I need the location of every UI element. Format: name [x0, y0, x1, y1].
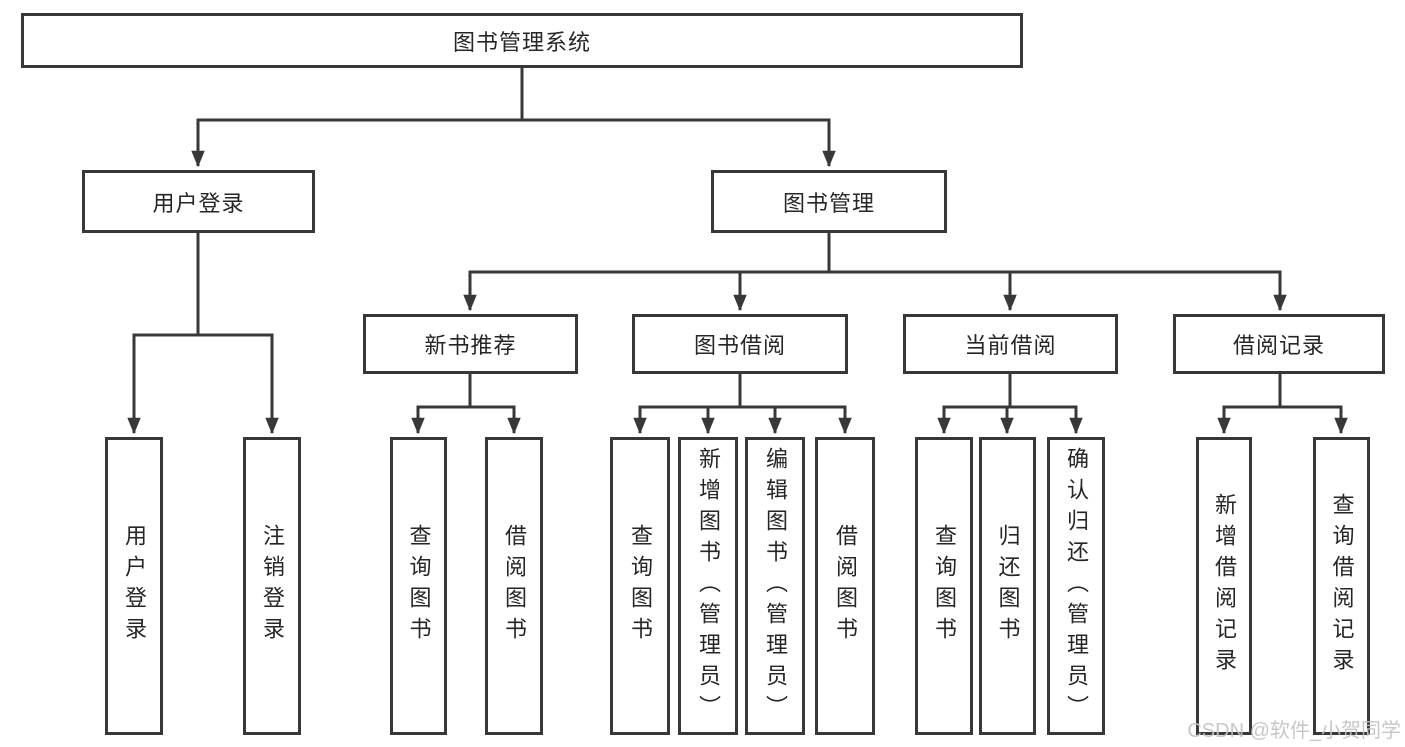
node-root-system: 图书管理系统 — [21, 13, 1023, 68]
leaf-query-books-1: 查询图书 — [390, 437, 447, 735]
leaf-borrow-books-2: 借阅图书 — [815, 437, 875, 735]
leaf-query-books-3-label: 查询图书 — [932, 524, 957, 648]
node-user-login: 用户登录 — [82, 170, 315, 233]
leaf-query-borrow-record: 查询借阅记录 — [1313, 437, 1370, 735]
node-book-borrow: 图书借阅 — [632, 314, 848, 374]
node-current-borrow: 当前借阅 — [903, 314, 1118, 374]
leaf-borrow-books-1-label: 借阅图书 — [502, 524, 527, 648]
node-book-management-label: 图书管理 — [782, 190, 875, 216]
node-current-borrow-label: 当前借阅 — [964, 333, 1057, 358]
node-root-system-label: 图书管理系统 — [452, 29, 591, 55]
leaf-add-books-admin-label: 新增图书（管理员） — [696, 446, 721, 726]
leaf-borrow-books-1: 借阅图书 — [485, 437, 543, 735]
node-borrow-records: 借阅记录 — [1173, 314, 1385, 374]
leaf-return-books: 归还图书 — [979, 437, 1036, 735]
leaf-borrow-books-2-label: 借阅图书 — [833, 524, 858, 648]
leaf-add-borrow-record-label: 新增借阅记录 — [1212, 493, 1237, 679]
leaf-add-books-admin: 新增图书（管理员） — [678, 437, 738, 735]
leaf-confirm-return-admin-label: 确认归还（管理员） — [1064, 446, 1089, 726]
leaf-query-books-3: 查询图书 — [915, 437, 973, 735]
leaf-user-login: 用户登录 — [105, 437, 163, 735]
leaf-logout: 注销登录 — [243, 437, 301, 735]
leaf-edit-books-admin-label: 编辑图书（管理员） — [763, 446, 788, 726]
node-new-book-recommend: 新书推荐 — [363, 314, 578, 374]
leaf-user-login-label: 用户登录 — [122, 524, 147, 648]
node-book-borrow-label: 图书借阅 — [693, 333, 786, 358]
leaf-add-borrow-record: 新增借阅记录 — [1196, 437, 1252, 735]
leaf-logout-label: 注销登录 — [260, 524, 285, 648]
leaf-return-books-label: 归还图书 — [995, 524, 1021, 648]
leaf-query-books-2: 查询图书 — [610, 437, 670, 735]
node-borrow-records-label: 借阅记录 — [1232, 333, 1325, 358]
leaf-edit-books-admin: 编辑图书（管理员） — [745, 437, 805, 735]
leaf-query-books-2-label: 查询图书 — [628, 524, 653, 648]
leaf-query-borrow-record-label: 查询借阅记录 — [1329, 493, 1355, 679]
node-book-management: 图书管理 — [711, 170, 947, 233]
leaf-query-books-1-label: 查询图书 — [406, 524, 432, 648]
node-new-book-recommend-label: 新书推荐 — [424, 333, 517, 358]
leaf-confirm-return-admin: 确认归还（管理员） — [1047, 437, 1105, 735]
node-user-login-label: 用户登录 — [152, 190, 245, 216]
